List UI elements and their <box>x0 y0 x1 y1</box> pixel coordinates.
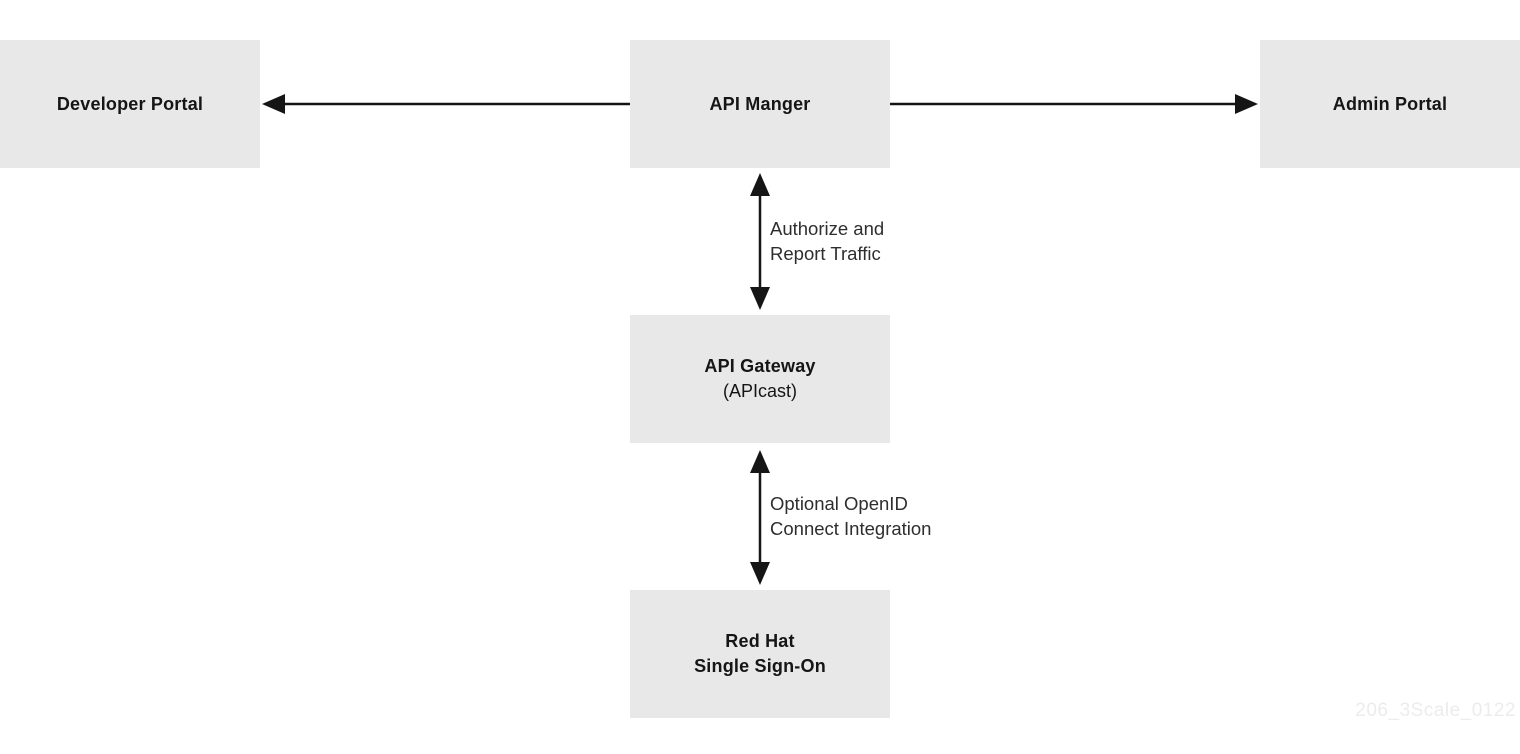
node-api-manager: API Manger <box>630 40 890 168</box>
node-api-manager-label: API Manger <box>709 93 811 114</box>
node-red-hat-sso-label: Red Hat Single Sign-On <box>694 631 826 676</box>
node-api-gateway-label: API Gateway <box>704 356 816 376</box>
edge-label-openid-connect-integration: Optional OpenID Connect Integration <box>770 493 932 539</box>
node-red-hat-sso: Red Hat Single Sign-On <box>630 590 890 718</box>
node-admin-portal-label: Admin Portal <box>1332 93 1448 114</box>
double-arrow-gateway-sso-icon <box>750 450 770 585</box>
node-api-gateway-sublabel: (APIcast) <box>722 381 797 401</box>
arrow-manager-to-admin-portal-icon <box>890 94 1258 114</box>
edge-label-authorize-report-traffic: Authorize and Report Traffic <box>770 218 885 264</box>
double-arrow-manager-gateway-icon <box>750 173 770 310</box>
node-developer-portal: Developer Portal <box>0 40 260 168</box>
node-admin-portal: Admin Portal <box>1260 40 1520 168</box>
node-developer-portal-label: Developer Portal <box>56 93 204 114</box>
watermark-label: 206_3Scale_0122 <box>1355 700 1516 721</box>
node-api-gateway: API Gateway (APIcast) <box>630 315 890 443</box>
arrow-manager-to-developer-portal-icon <box>262 94 630 114</box>
